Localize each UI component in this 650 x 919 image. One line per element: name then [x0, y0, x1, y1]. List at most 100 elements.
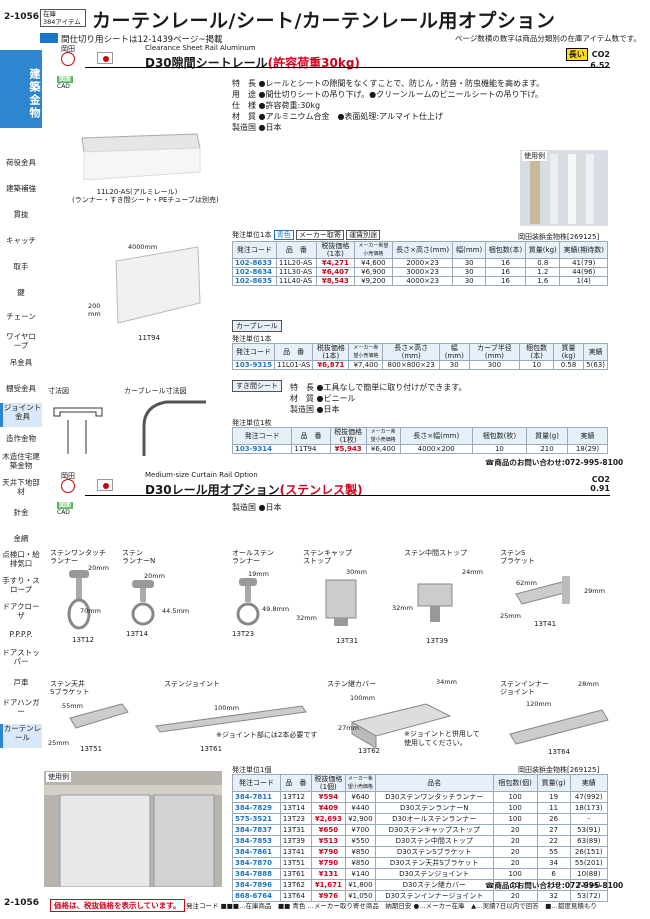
sidebar-item[interactable]: 金網 — [13, 534, 29, 543]
item-dim: 25mm — [500, 612, 521, 620]
item-dim: 27mm — [338, 724, 359, 732]
rail-image — [81, 133, 201, 180]
long-tag: 長い — [565, 48, 588, 61]
sidebar-item[interactable]: ドアストッパー — [2, 648, 40, 666]
japan-flag-icon — [97, 479, 113, 491]
sheet-label: すき間シート — [232, 380, 282, 392]
sidebar-item[interactable]: カーテンレール — [0, 724, 42, 748]
dims-label: 寸法図 — [48, 387, 69, 395]
item-dim: 34mm — [436, 678, 457, 686]
rail-caption: 11L20-AS(アルミレール) (ランナー・すき間シート・PEチューブは別売) — [72, 188, 219, 204]
product2-header: 岡田 Medium-size Curtain Rail Option D30レー… — [55, 471, 610, 501]
sidebar-item[interactable]: 造作金物 — [6, 434, 36, 443]
item-dim: 28mm — [578, 680, 599, 688]
maker-logo-icon — [61, 52, 75, 66]
item-dim: 62mm — [516, 579, 537, 587]
dimension-drawing — [53, 400, 206, 456]
cap-stop-image — [325, 579, 357, 626]
sidebar-item[interactable]: 荷役金具 — [6, 158, 36, 167]
sidebar-item[interactable]: 針金 — [13, 508, 29, 517]
sidebar-item[interactable]: 点検口・給排気口 — [2, 550, 40, 568]
bar-marker — [40, 33, 58, 43]
usage-label: 使用例 — [46, 772, 71, 782]
bracket-image — [515, 576, 570, 605]
curve-table: 発注コード品 番税抜価格(1本)メーカー希望小売価格長さ×高さ(mm)幅(mm)… — [232, 343, 608, 370]
product2-table: 発注コード品 番税抜価格(1個)メーカー希望小売価格品名梱包数(個)質量(g)実… — [232, 774, 609, 902]
item-dim: 44.5mm — [162, 607, 190, 615]
curve-label: カーブレール — [232, 320, 282, 332]
sidebar-item[interactable]: 棚受金具 — [6, 384, 36, 393]
page-title: カーテンレール/シート/カーテンレール用オプション — [92, 10, 556, 32]
maker-name: 岡田 — [61, 45, 75, 53]
item-dim: 100mm — [214, 704, 240, 712]
sidebar-item[interactable]: 戸車 — [13, 678, 29, 687]
joint-image — [155, 705, 307, 733]
mid-stop-image — [417, 583, 453, 622]
table1-source: 岡田装鋲金物株[269125] — [518, 233, 600, 241]
sidebar-item[interactable]: 天井下地部材 — [2, 478, 40, 496]
product1-specs: 特 長 ●レールとシートの隙間をなくすことで、防じん・防音・防虫機能を高めます。… — [232, 79, 545, 132]
sidebar-item[interactable]: 取手 — [13, 262, 29, 271]
item-dim: 100mm — [350, 694, 376, 702]
sidebar-category: 建築金物 — [0, 50, 42, 128]
item-note: ※ジョイント部には2本必要です — [216, 731, 318, 739]
item-code: 13T64 — [548, 748, 571, 756]
item-name: ステン中間ストップ — [404, 549, 467, 557]
ceiling-bracket-image — [69, 703, 129, 729]
item-dim: 70mm — [80, 607, 101, 615]
sidebar-item[interactable]: キャッチ — [6, 236, 36, 245]
product-title: D30レール用オプション(ステンレス製) — [145, 483, 363, 497]
item-dim: 29mm — [584, 587, 605, 595]
item-name: オールステン ランナー — [232, 549, 274, 565]
sidebar-item[interactable]: 木造住宅建築金物 — [2, 452, 40, 470]
item-code: 13T23 — [232, 630, 255, 638]
product-en-name: Clearance Sheet Rail Aluminum — [145, 44, 256, 52]
sheet-table: 発注コード品 番税抜価格(1枚)メーカー希望小売価格長さ×幅(mm)梱包数(枚)… — [231, 427, 609, 454]
sidebar-item[interactable]: ドアクローザ — [2, 602, 40, 620]
sidebar-item[interactable]: 建築補強 — [6, 184, 36, 193]
divider — [85, 67, 610, 68]
item-code: 13T39 — [426, 637, 449, 645]
sub-note: 間仕切り用シートは12-1439ページ~掲載 — [40, 33, 222, 45]
sheet-image — [115, 246, 201, 324]
item-dim: 20mm — [88, 564, 109, 572]
sidebar-item[interactable]: 吊金具 — [9, 358, 33, 367]
sidebar-item[interactable]: ワイヤロープ — [6, 332, 36, 350]
sidebar-item[interactable]: ドアハンガー — [2, 698, 40, 716]
sidebar-item[interactable]: チェーン — [6, 312, 36, 321]
sidebar-item[interactable]: ジョイント金具 — [0, 403, 42, 427]
sidebar-item[interactable]: 貫抜 — [13, 210, 29, 219]
sidebar-item[interactable]: 鍵 — [17, 288, 25, 297]
sidebar-item[interactable]: 手すり・スロープ — [2, 576, 40, 594]
header-note: ページ数横の数字は商品分類別の在庫アイテム数です。 — [455, 34, 641, 43]
cover-image — [350, 703, 452, 749]
sidebar-item[interactable]: P.P.P.P. — [9, 630, 33, 639]
footer-page-number: 2-1056 — [4, 898, 40, 908]
item-note: ※ジョイントと併用して使用してください。 — [404, 730, 480, 747]
maker-logo-icon — [61, 479, 75, 493]
product-title: D30隙間シートレール(許容荷重30kg) — [145, 56, 360, 70]
item-name: ステン天井 Sブラケット — [50, 680, 90, 696]
item-code: 13T62 — [358, 747, 381, 755]
sheet-specs: 特 長 ●工具なしで簡単に取り付けができます。 材 質 ●ビニール 製造国 ●日… — [290, 383, 467, 414]
item-name: ステン継カバー — [327, 680, 376, 688]
